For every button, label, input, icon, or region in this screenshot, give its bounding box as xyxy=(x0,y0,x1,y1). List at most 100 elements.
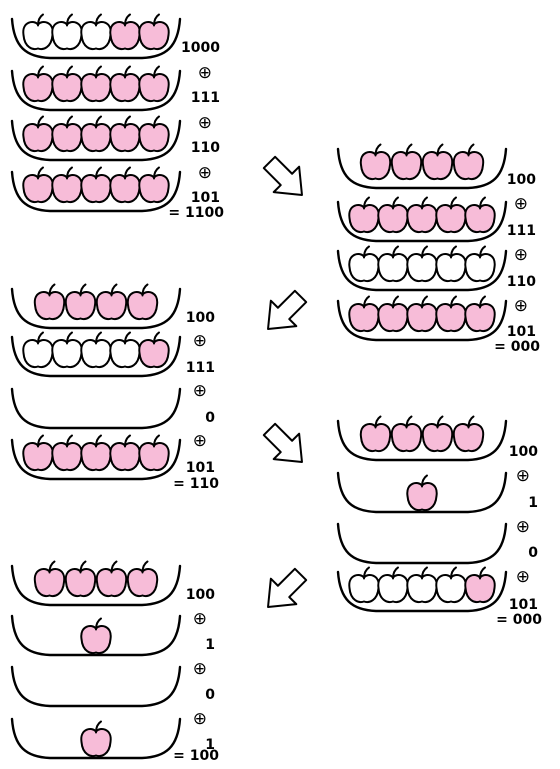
basket-row xyxy=(12,285,180,329)
xor-result-label: = 100 xyxy=(173,748,219,764)
binary-value-label: 0 xyxy=(205,410,215,426)
xor-step-2: 100111110101⊕⊕⊕= 000 xyxy=(338,145,540,356)
xor-operator: ⊕ xyxy=(514,296,528,316)
pink-apple xyxy=(139,333,168,368)
pink-apple xyxy=(454,145,483,180)
basket-outline xyxy=(12,667,180,706)
step-arrow-icon xyxy=(257,150,315,208)
pink-apple xyxy=(97,562,126,597)
pink-apple xyxy=(52,117,81,152)
white-apple xyxy=(349,247,378,282)
xor-operator: ⊕ xyxy=(198,63,212,83)
basket-row xyxy=(12,117,180,161)
xor-operator: ⊕ xyxy=(193,381,207,401)
white-apple xyxy=(81,333,110,368)
binary-value-label: 0 xyxy=(205,687,215,703)
pink-apple xyxy=(52,168,81,203)
xor-operator: ⊕ xyxy=(193,431,207,451)
xor-operator: ⊕ xyxy=(193,609,207,629)
white-apple xyxy=(52,333,81,368)
pink-apple xyxy=(407,198,436,233)
pink-apple xyxy=(139,117,168,152)
pink-apple xyxy=(139,67,168,102)
xor-step-5: 100101⊕⊕⊕= 100 xyxy=(12,562,219,765)
basket-row xyxy=(12,168,180,212)
pink-apple xyxy=(110,67,139,102)
basket-row xyxy=(338,297,506,341)
basket-row xyxy=(12,667,180,706)
xor-operator: ⊕ xyxy=(516,466,530,486)
pink-apple xyxy=(465,297,494,332)
white-apple xyxy=(23,15,52,50)
pink-apple xyxy=(361,145,390,180)
pink-apple xyxy=(407,476,436,511)
pink-apple xyxy=(23,67,52,102)
xor-operator: ⊕ xyxy=(514,194,528,214)
basket-row xyxy=(338,247,506,291)
pink-apple xyxy=(361,417,390,452)
xor-result-label: = 110 xyxy=(173,476,219,492)
white-apple xyxy=(378,568,407,603)
binary-value-label: 100 xyxy=(507,172,536,188)
basket-row xyxy=(338,145,506,189)
pink-apple xyxy=(436,297,465,332)
xor-operator: ⊕ xyxy=(516,567,530,587)
binary-value-label: 0 xyxy=(528,545,538,561)
binary-value-label: 101 xyxy=(507,324,536,340)
pink-apple xyxy=(349,297,378,332)
pink-apple xyxy=(139,168,168,203)
pink-apple xyxy=(110,168,139,203)
white-apple xyxy=(110,333,139,368)
pink-apple xyxy=(436,198,465,233)
white-apple xyxy=(378,247,407,282)
pink-apple xyxy=(423,145,452,180)
white-apple xyxy=(465,247,494,282)
pink-apple xyxy=(23,436,52,471)
pink-apple xyxy=(66,562,95,597)
xor-operator: ⊕ xyxy=(198,113,212,133)
white-apple xyxy=(407,568,436,603)
xor-operator: ⊕ xyxy=(193,659,207,679)
pink-apple xyxy=(110,117,139,152)
pink-apple xyxy=(465,568,494,603)
basket-outline xyxy=(338,524,506,563)
pink-apple xyxy=(81,619,110,654)
xor-result-label: = 1100 xyxy=(168,205,224,221)
basket-row xyxy=(12,333,180,377)
xor-operator: ⊕ xyxy=(193,331,207,351)
xor-operator: ⊕ xyxy=(193,709,207,729)
pink-apple xyxy=(52,436,81,471)
pink-apple xyxy=(81,436,110,471)
white-apple xyxy=(349,568,378,603)
basket-row xyxy=(338,473,506,512)
basket-row xyxy=(338,417,506,461)
pink-apple xyxy=(139,15,168,50)
xor-operator: ⊕ xyxy=(514,245,528,265)
pink-apple xyxy=(392,417,421,452)
pink-apple xyxy=(128,285,157,320)
basket-row xyxy=(338,524,506,563)
pink-apple xyxy=(110,436,139,471)
xor-result-label: = 000 xyxy=(494,339,540,355)
white-apple xyxy=(23,333,52,368)
pink-apple xyxy=(23,168,52,203)
basket-row xyxy=(338,198,506,242)
binary-value-label: 111 xyxy=(186,360,215,376)
basket-row xyxy=(12,562,180,606)
binary-value-label: 111 xyxy=(191,90,220,106)
pink-apple xyxy=(349,198,378,233)
step-arrow-icon xyxy=(255,284,313,342)
basket-row xyxy=(12,67,180,111)
basket-row xyxy=(12,616,180,655)
pink-apple xyxy=(128,562,157,597)
xor-operator: ⊕ xyxy=(198,163,212,183)
binary-value-label: 100 xyxy=(186,310,215,326)
pink-apple xyxy=(378,297,407,332)
white-apple xyxy=(81,15,110,50)
pink-apple xyxy=(423,417,452,452)
pink-apple xyxy=(81,117,110,152)
binary-value-label: 100 xyxy=(509,444,538,460)
pink-apple xyxy=(454,417,483,452)
binary-value-label: 1 xyxy=(205,637,215,653)
step-arrow-icon xyxy=(257,417,315,475)
